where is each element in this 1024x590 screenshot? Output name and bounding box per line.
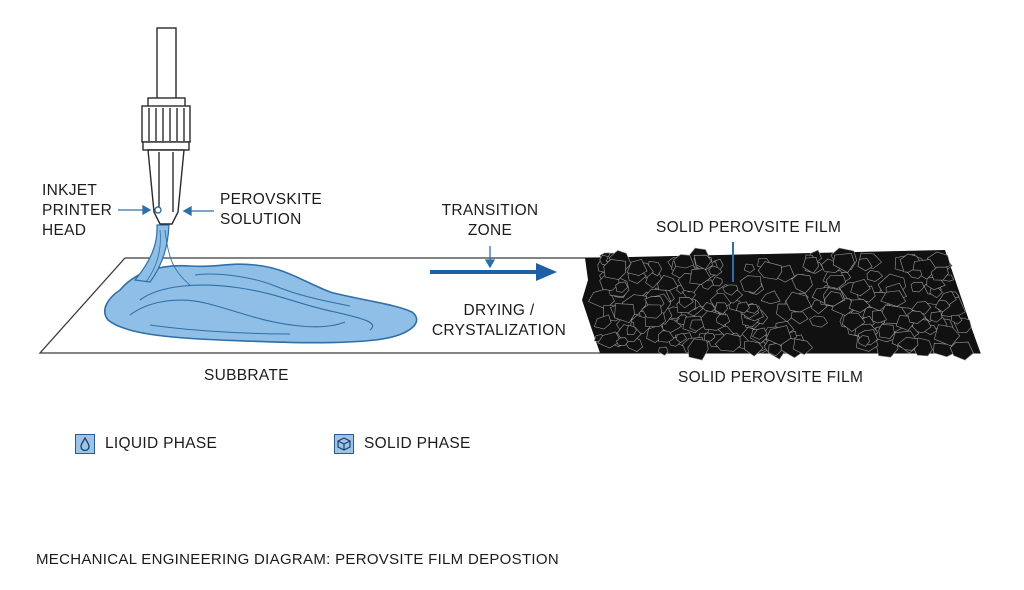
crystal-grain [934,299,951,313]
crystal-grain [641,304,663,319]
crystal-grain [949,341,974,361]
crystal-grain [907,269,923,279]
crystal-grain [848,298,871,313]
crystal-grain [597,331,621,349]
diagram-caption: MECHANICAL ENGINEERING DIAGRAM: PEROVSIT… [36,551,559,568]
crystal-grain [614,303,636,323]
transition-arrow [430,263,557,281]
crystal-grain [790,311,809,325]
crystal-grain [880,290,907,307]
crystal-grain [678,296,694,309]
crystal-cube-icon [334,434,354,454]
crystal-grain [793,338,814,356]
solid-film-top-label: SOLID PEROVSITE FILM [656,219,842,236]
crystal-grain [689,268,711,285]
crystal-grain [594,314,612,330]
crystal-grain [757,261,783,280]
crystal-grain [933,324,961,347]
legend-liquid-phase: LIQUID PHASE [75,434,217,454]
crystal-grain [809,315,828,328]
crystal-grain [765,325,792,346]
crystal-grain [687,338,709,361]
crystal-grain [657,275,679,291]
crystal-grain [878,324,895,339]
pointer-arrows [118,204,496,269]
crystal-grain [714,302,728,315]
solid-perovskite-film [582,247,980,361]
substrate-label: SUBBRATE [204,367,289,384]
crystal-grain [824,291,844,307]
crystal-grain [689,319,705,332]
crystal-grain [716,314,731,326]
crystal-grain [714,332,741,352]
crystal-grain [740,275,762,293]
liquid-puddle [104,263,418,344]
crystal-grain [626,324,637,336]
crystal-grain [711,276,723,287]
legend-liquid-label: LIQUID PHASE [105,435,218,452]
crystal-grain [910,281,925,293]
crystal-grain [825,275,846,289]
crystal-grain [871,310,888,324]
crystal-grain [658,346,669,356]
inkjet-printer-head [141,27,191,225]
crystal-grain [857,335,870,347]
legend-solid-label: SOLID PHASE [364,435,471,452]
crystal-grain [857,258,873,272]
crystal-grain [907,310,927,324]
crystal-grain [657,330,675,343]
crystal-grain [616,337,629,347]
crystal-grain [832,252,855,274]
drying-crystallization-label: DRYING /CRYSTALIZATION [431,302,567,339]
crystal-grain [708,265,723,276]
crystal-grain [897,336,919,351]
crystal-grain [802,256,820,274]
crystal-grain [675,332,688,343]
crystal-grain [850,279,871,297]
crystal-grain [842,312,866,332]
crystal-grain [735,301,750,314]
crystal-grain [703,332,716,342]
crystal-grain [722,284,739,296]
crystal-grain [791,273,813,294]
liquid-stream [133,224,191,286]
crystal-grain [702,302,716,313]
crystal-grain [760,290,781,305]
crystal-grain [603,259,627,280]
crystal-grain [615,281,629,293]
crystal-grain [752,327,768,340]
crystal-grain [930,266,949,281]
crystal-grain [626,259,648,276]
crystal-grain [673,254,695,269]
crystal-grain [951,314,963,325]
crystal-grain [693,254,712,270]
solid-film-bottom-label: SOLID PEROVSITE FILM [678,369,864,386]
droplet-icon [75,434,95,454]
crystal-grain [929,311,943,323]
crystal-grain [743,263,755,273]
legend-solid-phase: SOLID PHASE [334,434,471,454]
crystal-grain [866,270,884,282]
